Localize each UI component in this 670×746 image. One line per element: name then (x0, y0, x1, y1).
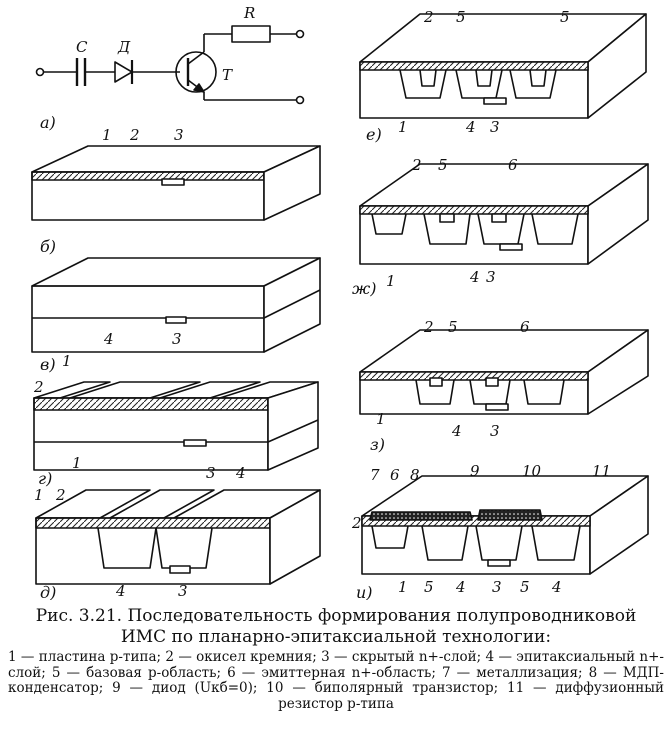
panel-v-drawing (31, 257, 321, 353)
panel-i-label-6: 6 (390, 466, 400, 484)
panel-i-label-11: 11 (592, 462, 611, 480)
resistor-label: R (243, 4, 255, 22)
figure-illustration: С Д R T а) 1 2 3 б) 1 4 3 в) 2 1 3 4 г) … (31, 4, 649, 600)
panel-i-label-5b: 5 (520, 578, 530, 596)
figure-caption-title: Рис. 3.21. Последовательность формирован… (8, 606, 664, 648)
panel-e-label-2: 2 (423, 8, 434, 26)
panel-d-label-3: 3 (178, 582, 188, 600)
panel-e-label-5b: 5 (560, 8, 570, 26)
transistor-label: T (222, 66, 233, 84)
figure-caption-legend: 1 — пластина p-типа; 2 — окисел кремния;… (8, 649, 664, 712)
panel-d-drawing (35, 489, 321, 585)
panel-zh-drawing (359, 163, 649, 265)
panel-b-label-2: 2 (129, 126, 140, 144)
panel-zh-label-4: 4 (469, 268, 480, 286)
panel-i-label-7: 7 (370, 466, 380, 484)
panel-i-label-1: 1 (398, 578, 408, 596)
panel-v-label-1: 1 (62, 352, 72, 370)
panel-v-label-4: 4 (103, 330, 114, 348)
panel-i-label-2: 2 (351, 514, 362, 532)
panel-e-drawing (359, 13, 647, 119)
panel-e-label-1: 1 (398, 118, 408, 136)
panel-z-label-4: 4 (451, 422, 462, 440)
panel-zh-label-2: 2 (411, 156, 422, 174)
panel-z-label-5: 5 (448, 318, 458, 336)
panel-i-label-10: 10 (522, 462, 542, 480)
panel-b-drawing (31, 145, 321, 221)
panel-i-sublabel: и) (356, 583, 373, 600)
panel-zh-label-5: 5 (438, 156, 448, 174)
panel-i-label-4a: 4 (455, 578, 466, 596)
circuit-schematic (35, 25, 305, 105)
diode-label: Д (117, 38, 131, 56)
panel-zh-label-3: 3 (486, 268, 496, 286)
panel-g-label-3: 3 (206, 464, 216, 482)
panel-d-label-2: 2 (55, 486, 66, 504)
panel-d-label-4: 4 (115, 582, 126, 600)
panel-z-label-3: 3 (490, 422, 500, 440)
panel-g-label-1: 1 (72, 454, 82, 472)
panel-i-label-4b: 4 (551, 578, 562, 596)
panel-i-drawing (361, 475, 649, 575)
panel-b-label-1: 1 (102, 126, 112, 144)
capacitor-label: С (76, 38, 88, 56)
panel-v-label-3: 3 (172, 330, 182, 348)
panel-zh-sublabel: ж) (352, 279, 376, 298)
panel-i-label-3: 3 (492, 578, 502, 596)
caption-title-line-1: Рис. 3.21. Последовательность формирован… (35, 606, 637, 626)
panel-d-sublabel: д) (40, 583, 56, 600)
panel-e-label-5a: 5 (456, 8, 466, 26)
panel-d-label-1: 1 (34, 486, 44, 504)
panel-e-label-4: 4 (465, 118, 476, 136)
panel-v-sublabel: в) (40, 355, 56, 374)
panel-g-label-4: 4 (235, 464, 246, 482)
panel-b-sublabel: б) (40, 237, 56, 256)
panel-z-sublabel: з) (370, 435, 385, 454)
panel-a-sublabel: а) (40, 113, 56, 132)
panel-zh-label-1: 1 (386, 272, 396, 290)
panel-z-drawing (359, 329, 649, 415)
panel-i-label-8: 8 (410, 466, 420, 484)
panel-z-label-6: 6 (520, 318, 530, 336)
caption-title-line-2: ИМС по планарно-эпитаксиальной технологи… (120, 627, 552, 647)
panel-e-label-3: 3 (490, 118, 500, 136)
panel-e-sublabel: е) (366, 125, 382, 144)
panel-z-label-2: 2 (423, 318, 434, 336)
panel-b-label-3: 3 (174, 126, 184, 144)
panel-i-label-5a: 5 (424, 578, 434, 596)
panel-i-label-9: 9 (470, 462, 480, 480)
panel-zh-label-6: 6 (508, 156, 518, 174)
panel-z-label-1: 1 (376, 410, 386, 428)
panel-g-sublabel: г) (38, 469, 52, 488)
panel-g-label-2: 2 (33, 378, 44, 396)
panel-g-drawing (33, 381, 319, 471)
